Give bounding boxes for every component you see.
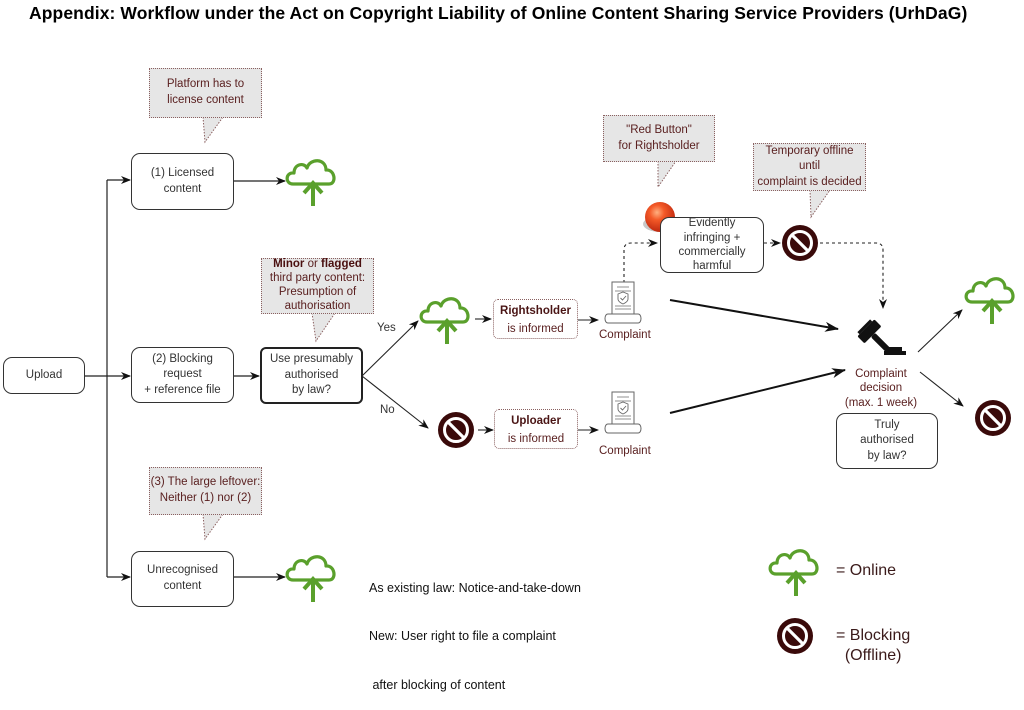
callout-platform-line-1: Platform has to <box>166 78 245 91</box>
blocked-icon <box>436 410 476 450</box>
callout-platform-line-2: license content <box>167 94 244 106</box>
decision-line-2: decision <box>859 382 903 395</box>
flagged-bold: flagged <box>321 258 362 271</box>
callout-leftover-line-1: (3) The large leftover: <box>150 476 261 489</box>
evident-line-2: infringing + <box>683 231 741 244</box>
use-line-1: Use presumably <box>269 353 354 366</box>
callout-tail-offline <box>809 189 831 219</box>
blocked-icon <box>973 398 1013 438</box>
arrow-decision-blocked <box>919 371 964 407</box>
rightsholder-informed-text: is informed <box>507 323 564 336</box>
minor-bold: Minor <box>273 258 305 271</box>
blocked-icon <box>780 223 820 263</box>
connector-upload-trunk <box>84 176 131 581</box>
evident-line-3: commercially <box>678 246 746 258</box>
note-line-1: As existing law: Notice-and-take-down <box>369 580 581 595</box>
legend-blocking-label: = Blocking (Offline) <box>836 626 910 666</box>
uploader-informed-box: Uploader is informed <box>494 409 578 449</box>
callout-leftover-line-2: Neither (1) nor (2) <box>159 492 252 504</box>
callout-tail-redbutton <box>657 160 677 189</box>
cloud-upload-icon <box>419 296 471 346</box>
callout-temporary-offline: Temporary offline until complaint is dec… <box>753 143 866 191</box>
callout-minor-line-2: third party content: <box>269 272 366 285</box>
truly-line-3: by law? <box>867 449 907 462</box>
licensed-content-node: (1) Licensed content <box>131 153 234 210</box>
rightsholder-label: Rightsholder <box>500 305 571 317</box>
callout-minor-line-4: authorisation <box>284 299 351 312</box>
callout-redbutton-line-2: for Rightsholder <box>618 139 700 152</box>
callout-platform-license: Platform has to license content <box>149 68 262 118</box>
decision-line-1: Complaint <box>855 368 907 380</box>
arrow-complaint1-decision <box>669 299 839 332</box>
legend-blocking-line-2: (Offline) <box>844 647 902 664</box>
notice-takedown-note: As existing law: Notice-and-take-down Ne… <box>369 547 581 710</box>
document-scroll-icon <box>604 391 642 434</box>
cloud-upload-icon <box>285 554 337 604</box>
unrecognised-content-node: Unrecognised content <box>131 551 234 607</box>
evidently-infringing-node: Evidently infringing + commercially harm… <box>660 217 764 273</box>
decision-line-3: (max. 1 week) <box>844 396 918 409</box>
diagram-title: Appendix: Workflow under the Act on Copy… <box>29 3 968 23</box>
evident-line-1: Evidently <box>688 217 736 230</box>
callout-large-leftover: (3) The large leftover: Neither (1) nor … <box>149 467 262 515</box>
workflow-diagram <box>84 116 1016 656</box>
use-line-2: authorised <box>284 368 339 381</box>
callout-tail-minor <box>311 312 336 343</box>
arrow-yes <box>361 320 419 377</box>
use-line-3: by law? <box>292 384 331 397</box>
truly-line-1: Truly <box>874 418 900 431</box>
licensed-line-1: (1) Licensed <box>150 166 215 179</box>
rightsholder-informed-box: Rightsholder is informed <box>493 299 578 339</box>
dashed-arrow-complaint-evident <box>623 239 658 283</box>
cloud-upload-icon <box>285 158 337 208</box>
blocking-request-node: (2) Blocking request + reference file <box>131 347 234 403</box>
truly-line-2: authorised <box>860 434 914 447</box>
legend-online-label: = Online <box>836 562 897 579</box>
callout-offline-line-2: complaint is decided <box>757 175 862 188</box>
dashed-arrow-blocked-decision <box>820 242 887 309</box>
use-presumably-decision-node: Use presumably authorised by law? <box>260 347 363 404</box>
no-label: No <box>380 404 395 416</box>
upload-label: Upload <box>25 368 63 381</box>
unrecognised-line-2: content <box>163 580 202 592</box>
or-text: or <box>304 258 322 271</box>
callout-red-button: "Red Button" for Rightsholder <box>603 115 715 162</box>
callout-offline-line-1: Temporary offline until <box>765 144 854 173</box>
legend-blocked-icon <box>775 616 815 656</box>
complaint-decision-label: Complaint decision (max. 1 week) <box>844 367 918 410</box>
blocking-line-1: (2) Blocking request <box>152 352 213 381</box>
note-line-2: New: User right to file a complaint <box>369 629 556 644</box>
truly-authorised-node: Truly authorised by law? <box>836 413 938 469</box>
uploader-label: Uploader <box>511 415 561 427</box>
arrow-complaint2-decision <box>669 368 846 414</box>
callout-tail-leftover <box>202 513 224 541</box>
unrecognised-line-1: Unrecognised <box>147 564 218 577</box>
callout-minor-flagged: Minor or flagged third party content: Pr… <box>261 258 374 314</box>
arrow-decision-online <box>917 309 963 353</box>
yes-label: Yes <box>377 322 396 334</box>
arrow-no <box>361 375 429 429</box>
legend-blocking-line-1: = Blocking <box>836 627 911 644</box>
document-scroll-icon <box>604 281 642 324</box>
complaint-label-2: Complaint <box>599 445 651 457</box>
callout-tail-platform <box>202 116 224 144</box>
blocking-line-2: + reference file <box>144 383 221 396</box>
uploader-informed-text: is informed <box>507 433 565 446</box>
licensed-line-2: content <box>163 182 202 195</box>
evident-line-4: harmful <box>692 260 732 273</box>
callout-minor-line-3: Presumption of <box>278 286 357 298</box>
complaint-label-1: Complaint <box>599 329 651 341</box>
legend-cloud-upload-icon <box>768 548 820 598</box>
callout-minor-line-1: Minor or flagged <box>273 258 362 272</box>
gavel-icon <box>857 319 906 355</box>
upload-node: Upload <box>3 357 85 394</box>
callout-redbutton-line-1: "Red Button" <box>626 123 692 136</box>
note-line-3: after blocking of content <box>369 678 506 692</box>
cloud-upload-icon <box>964 276 1016 326</box>
